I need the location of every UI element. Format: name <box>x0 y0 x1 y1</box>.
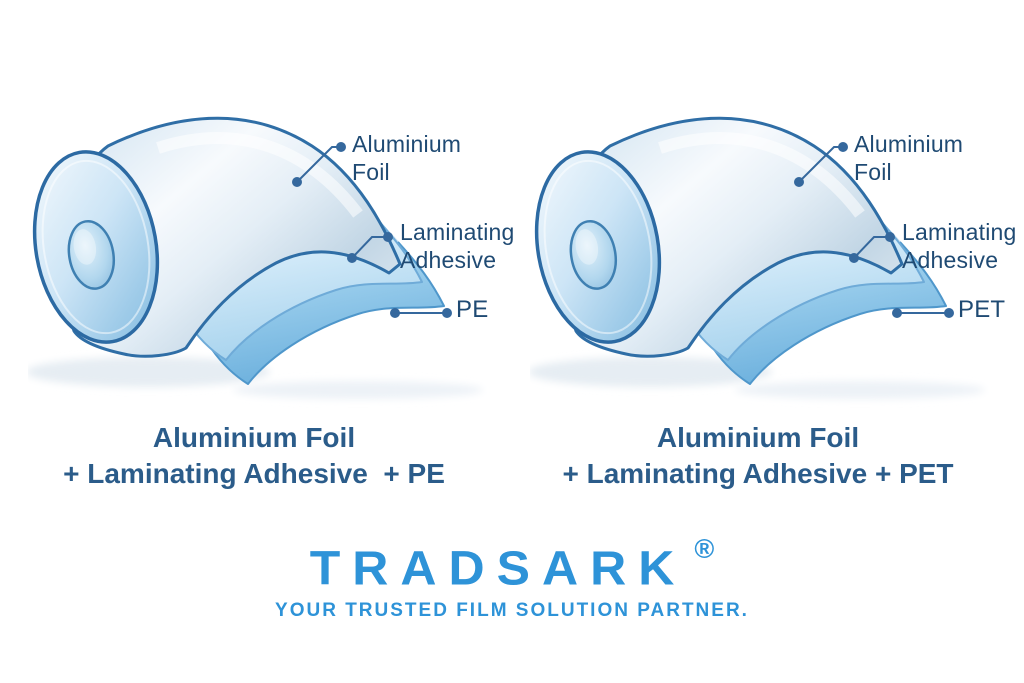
brand-tagline: YOUR TRUSTED FILM SOLUTION PARTNER. <box>275 600 749 621</box>
caption-foil-pe: Aluminium Foil + Laminating Adhesive + P… <box>28 420 480 492</box>
panel-foil-pe: Aluminium Foil Laminating Adhesive PE <box>28 96 520 408</box>
caption-line1: Aluminium Foil <box>656 422 860 453</box>
footer-brand-block: TRADSARK ® YOUR TRUSTED FILM SOLUTION PA… <box>0 536 1024 622</box>
label-laminating-adhesive: Laminating Adhesive <box>400 219 515 273</box>
panel-foil-pet: Aluminium Foil Laminating Adhesive PET <box>530 96 1022 408</box>
caption-line2: + Laminating Adhesive + PE <box>63 458 445 489</box>
brand-logo-text: TRADSARK <box>309 541 687 595</box>
caption-line2: + Laminating Adhesive + PET <box>562 458 954 489</box>
label-pe: PE <box>456 296 489 323</box>
caption-foil-pet: Aluminium Foil + Laminating Adhesive + P… <box>532 420 984 492</box>
label-pet: PET <box>958 296 1006 323</box>
registered-trademark-icon: ® <box>694 534 715 564</box>
caption-line1: Aluminium Foil <box>152 422 356 453</box>
label-aluminium-foil: Aluminium Foil <box>352 131 462 185</box>
label-laminating-adhesive: Laminating Adhesive <box>902 219 1017 273</box>
label-aluminium-foil: Aluminium Foil <box>854 131 964 185</box>
